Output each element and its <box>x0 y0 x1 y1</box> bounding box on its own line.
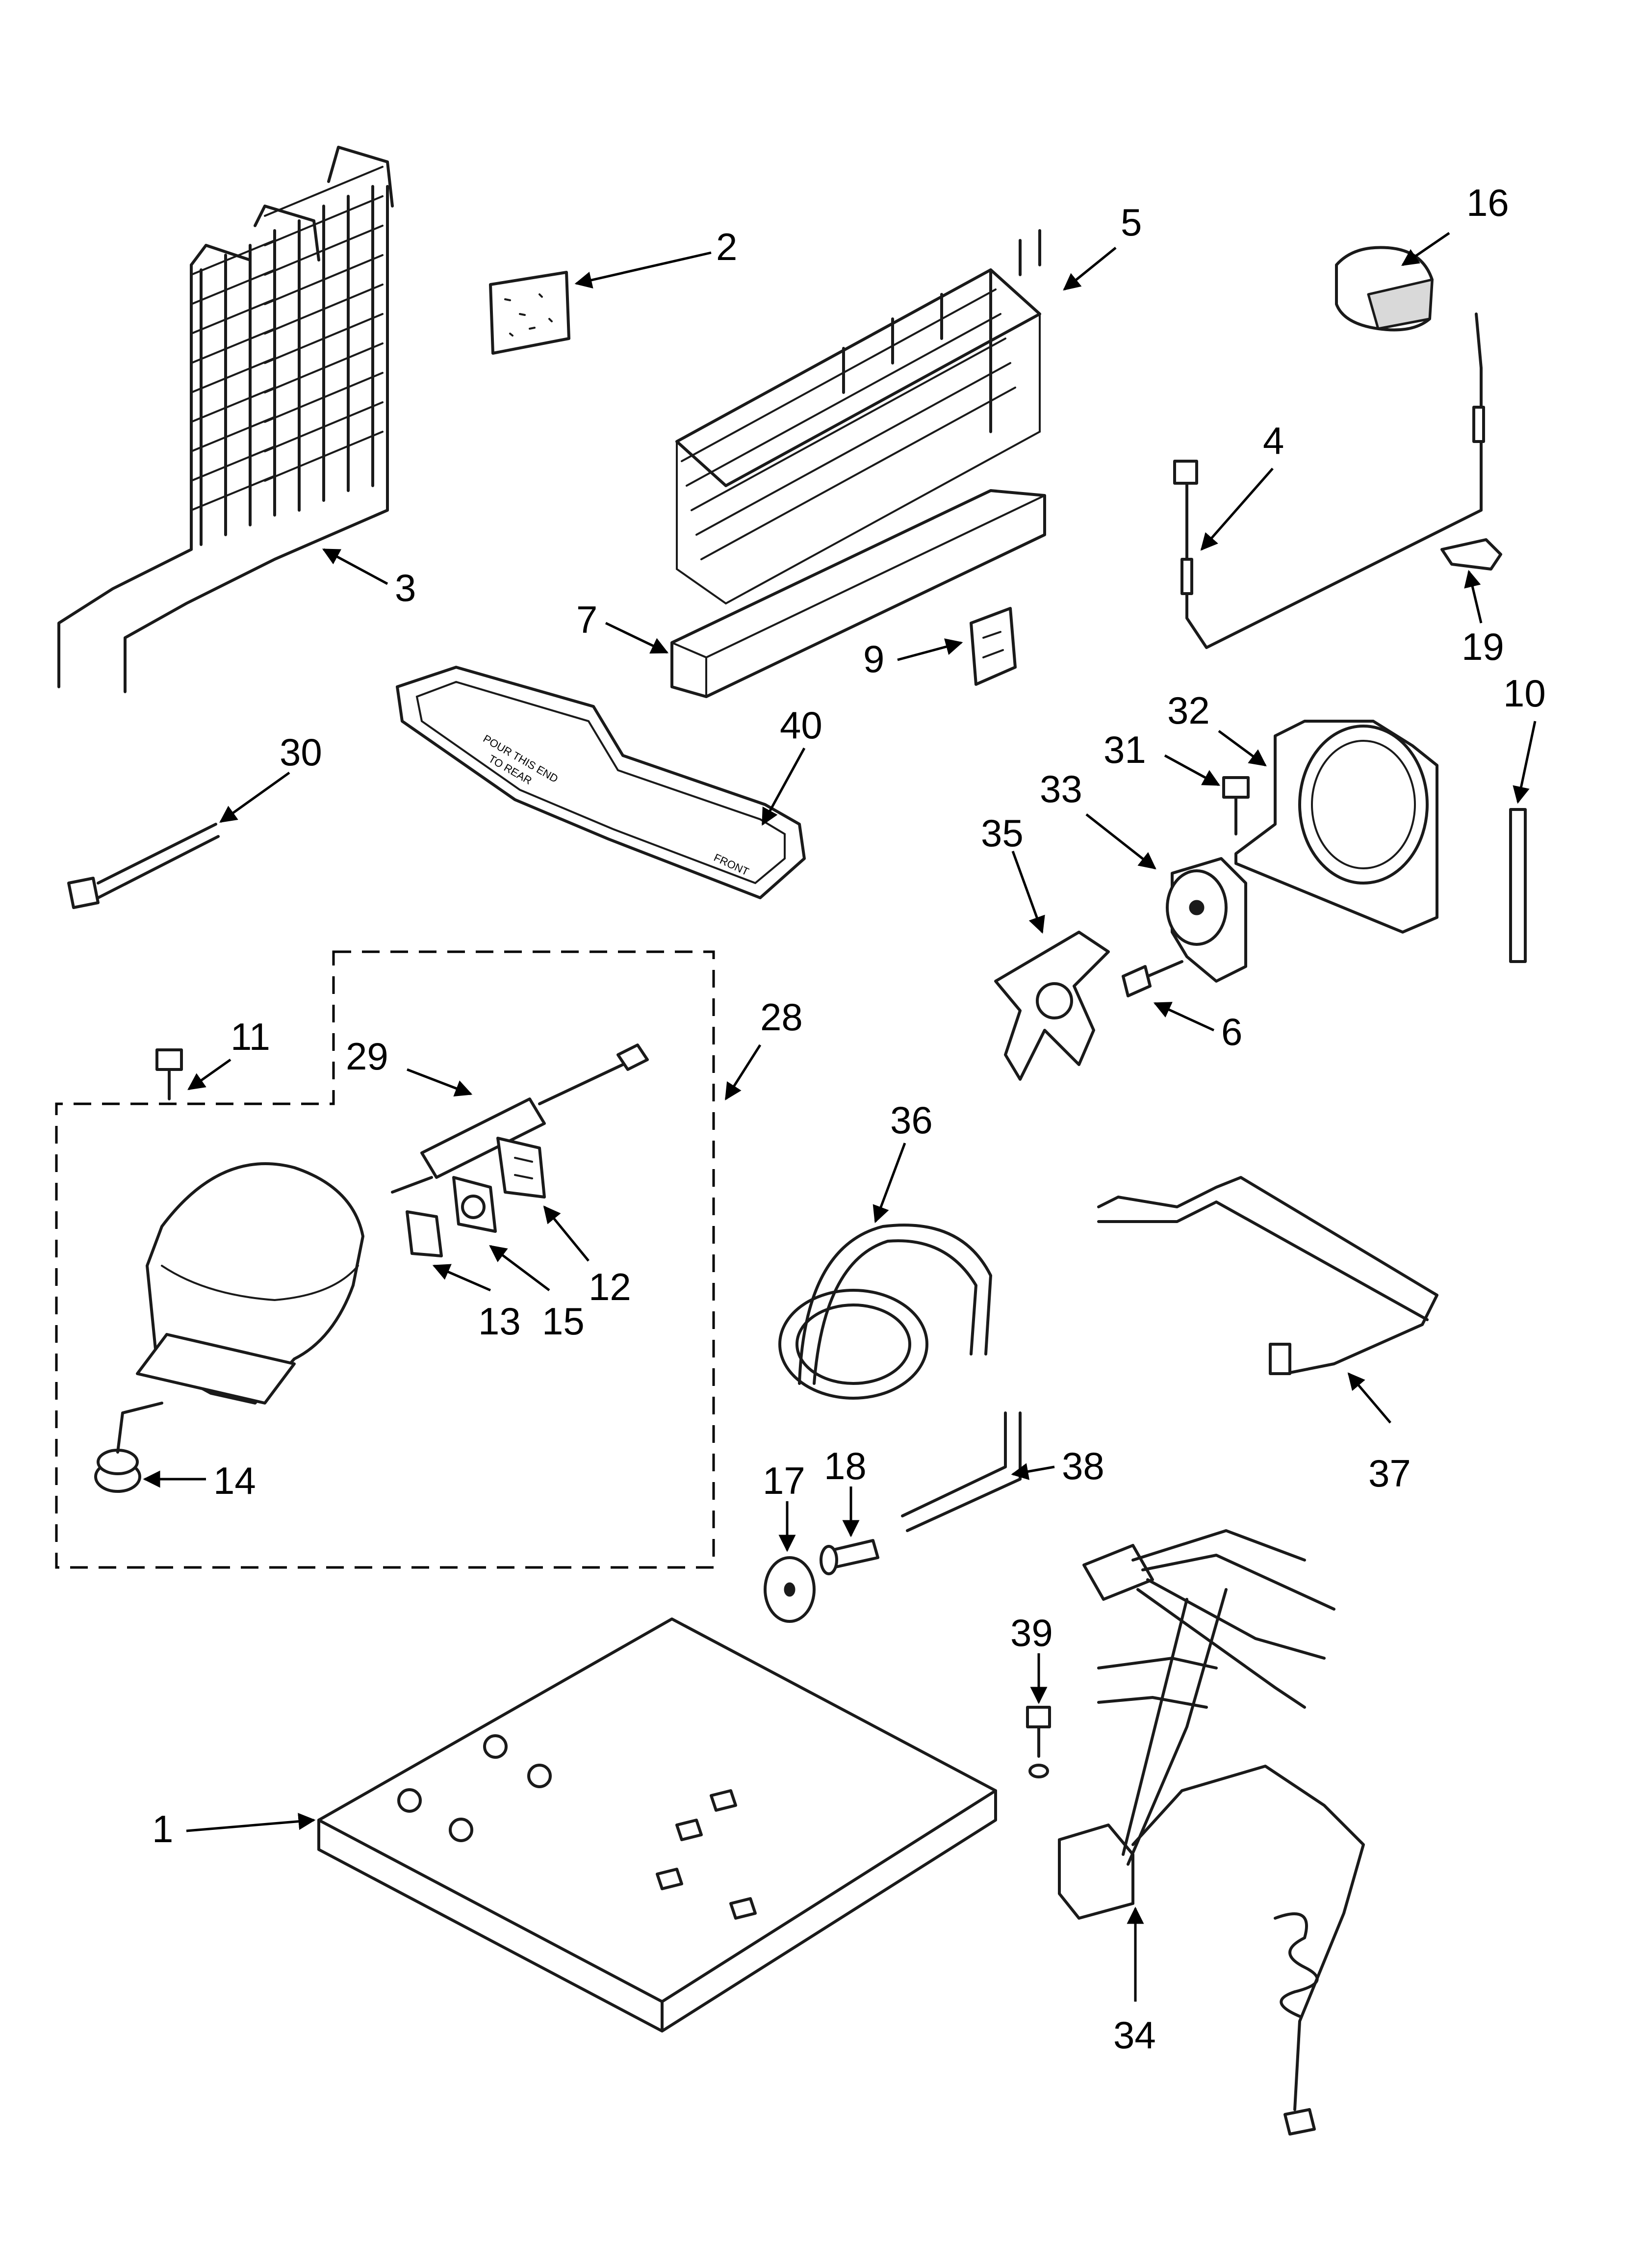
callout-17: 17 <box>763 1459 805 1502</box>
callout-13: 13 <box>478 1300 521 1343</box>
leader-32 <box>1218 730 1267 767</box>
cap <box>1335 246 1434 332</box>
leader-16 <box>1401 232 1450 266</box>
callout-38: 38 <box>1062 1444 1104 1487</box>
screw-6 <box>1122 960 1183 997</box>
callout-4: 4 <box>1263 419 1284 462</box>
callout-11: 11 <box>231 1015 270 1058</box>
drain-hose <box>778 1224 992 1400</box>
callout-7: 7 <box>576 598 597 641</box>
leader-31 <box>1164 754 1221 786</box>
callout-9: 9 <box>863 637 884 680</box>
callout-12: 12 <box>589 1265 631 1308</box>
leader-35 <box>1011 851 1045 934</box>
callout-34: 34 <box>1113 2013 1156 2057</box>
wire-harness <box>1058 1529 1365 2136</box>
callout-39: 39 <box>1010 1611 1053 1654</box>
callout-19: 19 <box>1462 625 1504 668</box>
leader-7 <box>605 622 669 654</box>
callout-30: 30 <box>280 730 322 774</box>
callout-33: 33 <box>1040 767 1082 810</box>
tube-38 <box>901 1411 1022 1532</box>
drain-tray: POUR THIS END TO REAR FRONT <box>396 666 806 899</box>
fan-blade <box>994 931 1110 1081</box>
overload-protector <box>406 1210 443 1257</box>
relay <box>452 1176 497 1233</box>
leader-33 <box>1085 813 1156 870</box>
leader-10 <box>1513 721 1537 804</box>
roller <box>764 1556 816 1623</box>
screw-11 <box>155 1048 183 1100</box>
screw-31 <box>1222 776 1250 835</box>
leader-3 <box>322 548 388 585</box>
cable-tie <box>67 823 220 909</box>
callout-5: 5 <box>1121 201 1142 244</box>
callout-6: 6 <box>1221 1010 1242 1053</box>
fan-motor <box>1166 857 1247 983</box>
leader-15 <box>489 1245 550 1291</box>
leader-19 <box>1464 570 1483 624</box>
callout-36: 36 <box>890 1098 933 1142</box>
relay-cover <box>496 1137 546 1199</box>
leader-13 <box>432 1264 491 1292</box>
callout-16: 16 <box>1466 181 1509 224</box>
leader-29 <box>407 1068 473 1097</box>
compressor <box>136 1162 364 1405</box>
roller-pin <box>820 1539 879 1575</box>
callout-1: 1 <box>152 1807 173 1851</box>
evaporator-trough <box>670 489 1046 698</box>
callout-18: 18 <box>824 1444 867 1487</box>
callout-10: 10 <box>1503 672 1546 715</box>
callout-29: 29 <box>346 1035 388 1078</box>
leader-11 <box>187 1058 231 1091</box>
leader-6 <box>1153 1002 1215 1032</box>
seal-strip <box>1509 808 1527 963</box>
assembly-28-boundary <box>55 950 715 1569</box>
leader-12 <box>543 1205 590 1262</box>
leader-36 <box>872 1143 906 1224</box>
callout-3: 3 <box>395 566 416 609</box>
condenser-coil <box>57 146 394 693</box>
callout-31: 31 <box>1103 728 1146 771</box>
leader-2 <box>574 251 712 289</box>
leader-28 <box>724 1044 762 1100</box>
leader-4 <box>1200 468 1274 551</box>
screw-39 <box>1026 1706 1051 1778</box>
leader-9 <box>897 638 963 661</box>
filter-drier <box>391 1043 649 1194</box>
callout-37: 37 <box>1368 1452 1411 1495</box>
leader-37 <box>1347 1372 1391 1424</box>
insulation-pad <box>489 271 570 355</box>
leader-5 <box>1063 247 1117 291</box>
callout-15: 15 <box>542 1300 585 1343</box>
clip-bracket <box>970 607 1017 686</box>
callout-35: 35 <box>981 811 1024 855</box>
grommet <box>94 1402 163 1493</box>
base-frame <box>317 1617 997 2033</box>
leader-1 <box>186 1813 316 1832</box>
callout-28: 28 <box>760 995 803 1039</box>
callout-40: 40 <box>780 704 822 747</box>
fan-shroud <box>1234 720 1438 934</box>
tube-37 <box>1097 1176 1438 1375</box>
sensor-wire <box>1173 313 1485 649</box>
callout-14: 14 <box>213 1459 256 1502</box>
leader-30 <box>219 771 290 823</box>
leader-40 <box>761 747 806 826</box>
callout-2: 2 <box>716 225 737 268</box>
callout-32: 32 <box>1167 689 1210 732</box>
wire-clip <box>1440 538 1502 571</box>
leader-38 <box>1011 1463 1055 1480</box>
evaporator <box>675 229 1041 605</box>
